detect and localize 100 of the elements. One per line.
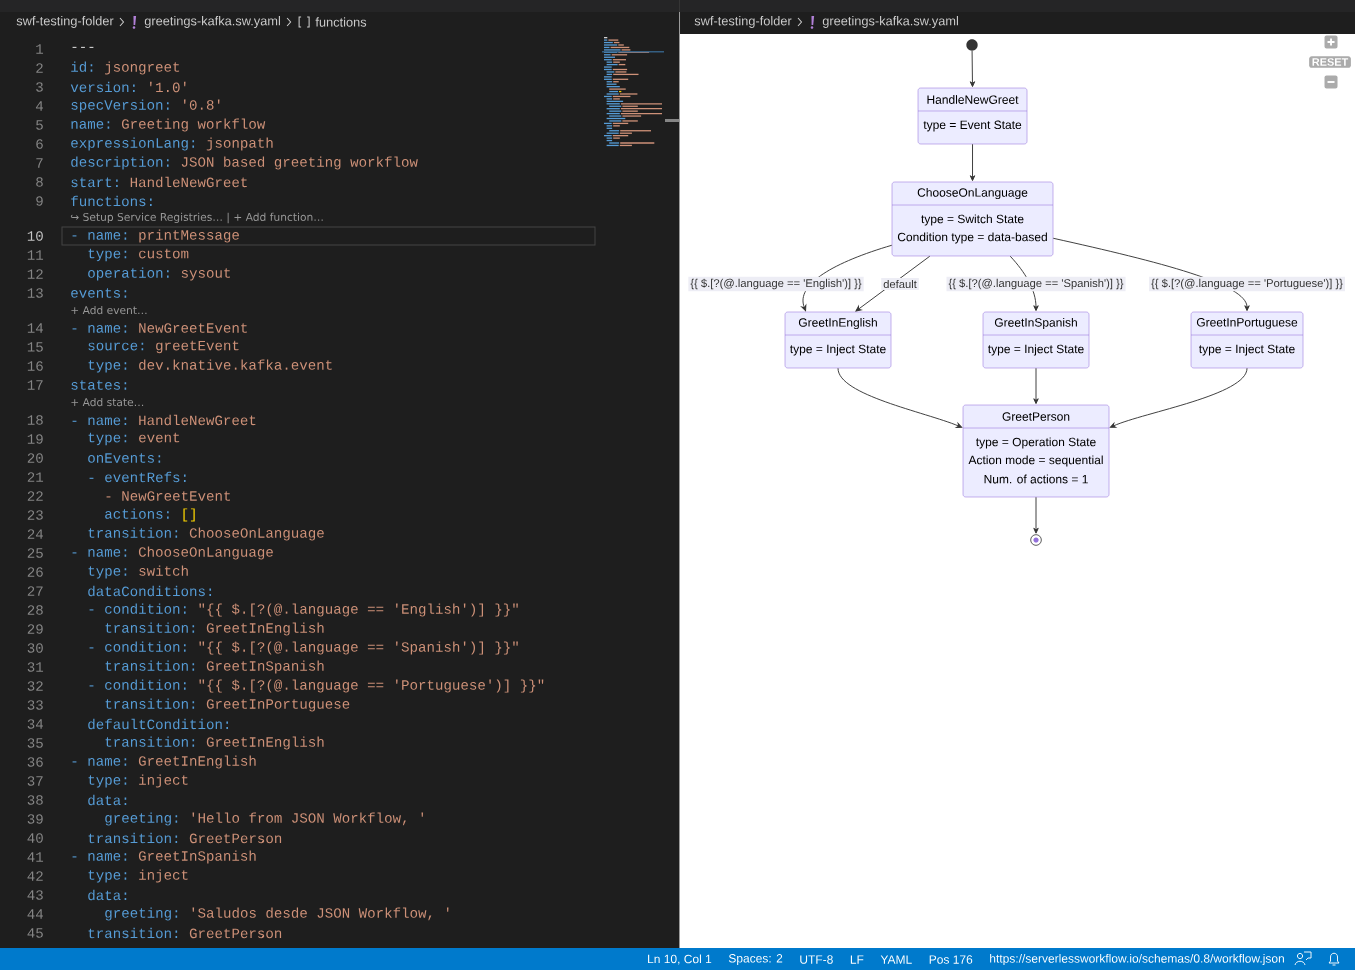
- line-number: 15: [27, 342, 43, 352]
- code-line: - name: NewGreetEvent: [72, 323, 247, 333]
- breadcrumb: greetings-kafka.sw.yaml: [822, 16, 958, 28]
- state-box: GreetInPortuguese type = Inject State: [1190, 311, 1304, 369]
- line-number: 17: [27, 380, 43, 390]
- line-number: 21: [27, 472, 44, 482]
- line-number: 12: [27, 269, 43, 279]
- arrow: [801, 244, 893, 312]
- line-number: 27: [27, 586, 43, 596]
- code-line: greeting: 'Saludos desde JSON Workflow, ': [105, 907, 449, 921]
- code-line: - name: HandleNewGreet: [72, 414, 256, 426]
- arrow: [1033, 496, 1039, 534]
- end-circle: [1030, 534, 1042, 546]
- line-number: 44: [27, 909, 43, 919]
- code-line: - name: GreetInSpanish: [72, 850, 256, 864]
- status-item: YAML: [880, 955, 912, 964]
- arrow: [1052, 237, 1250, 312]
- status-item: UTF-8: [800, 955, 833, 964]
- breadcrumb: swf-testing-folder: [16, 16, 114, 28]
- line-number: 8: [36, 177, 43, 187]
- code-line: transition: GreetInPortuguese: [105, 698, 350, 712]
- code-line: transition: GreetInEnglish: [105, 622, 324, 636]
- line-number: 5: [36, 120, 43, 130]
- code-line: onEvents:: [88, 453, 161, 463]
- status-item: Ln 10, Col 1: [648, 954, 712, 965]
- line-number: 31: [27, 662, 44, 672]
- code-line: specVersion: '0.8': [71, 99, 220, 113]
- code-line: - condition: "{{ $.[?(@.language == 'English')] }}": [89, 603, 518, 617]
- code-line: data:: [88, 889, 127, 901]
- code-lens-text: + Add event…: [71, 305, 147, 315]
- line-number: 9: [36, 196, 43, 206]
- line-number: 7: [36, 158, 43, 168]
- arrow: [1033, 367, 1039, 405]
- code-line: dataConditions:: [88, 585, 212, 597]
- code-line: description: JSON based greeting workflow: [71, 156, 418, 170]
- line-number: 11: [27, 250, 44, 260]
- arrow: [969, 143, 976, 182]
- code-line: transition: GreetInEnglish: [105, 736, 324, 750]
- arrow: [969, 50, 976, 88]
- line-number: 3: [36, 82, 43, 92]
- code-line: - NewGreetEvent: [106, 491, 230, 501]
- line-number: 45: [27, 928, 43, 938]
- code-line: type: event: [88, 432, 180, 446]
- code-line: type: inject: [88, 869, 188, 883]
- status-item: Spaces: 2: [728, 954, 783, 965]
- line-number: 42: [27, 871, 43, 881]
- code-lens-text: + Add state…: [71, 397, 144, 407]
- line-number: 26: [27, 567, 43, 577]
- status-item: https://serverlessworkflow.io/schemas/0.8/workflow.json: [990, 953, 1284, 966]
- code-line: - eventRefs:: [89, 471, 186, 483]
- code-line: id: jsongreet: [71, 61, 180, 75]
- line-number: 2: [36, 63, 43, 73]
- line-number: 37: [27, 776, 43, 786]
- code-line: actions: []: [105, 508, 195, 522]
- code-line: greeting: 'Hello from JSON Workflow, ': [105, 812, 424, 826]
- line-number: 1: [36, 44, 44, 54]
- line-number: 40: [27, 833, 43, 843]
- line-number: 35: [27, 738, 43, 748]
- code-line: - name: ChooseOnLanguage: [72, 546, 273, 560]
- breadcrumb: functions: [315, 17, 367, 27]
- line-number: 38: [27, 795, 43, 805]
- state-box: GreetPerson type = Operation State Action mode = sequential Num. of actions = 1: [962, 404, 1110, 498]
- line-number: 30: [27, 643, 43, 653]
- code-line: states:: [71, 380, 127, 390]
- code-line: operation: sysout: [88, 267, 230, 281]
- code-line: type: inject: [88, 774, 188, 788]
- code-line: functions:: [71, 195, 152, 207]
- code-line: expressionLang: jsonpath: [71, 137, 273, 151]
- line-number: 4: [35, 101, 43, 111]
- code-line: defaultCondition:: [88, 718, 228, 730]
- code-line: transition: GreetInSpanish: [105, 660, 324, 674]
- line-number: 25: [27, 548, 43, 558]
- code-line: transition: ChooseOnLanguage: [88, 527, 324, 541]
- breadcrumb: swf-testing-folder: [694, 16, 792, 28]
- status-item: Pos 176: [929, 955, 973, 964]
- code-line: data:: [88, 794, 127, 806]
- reset-button: RESET: [1309, 56, 1351, 68]
- line-number: 39: [27, 814, 43, 824]
- line-number: 34: [27, 719, 43, 729]
- code-line: - name: GreetInEnglish: [72, 755, 256, 769]
- arrow: [1009, 255, 1039, 312]
- arrow: [1109, 367, 1248, 428]
- line-number: 33: [27, 700, 43, 710]
- line-number: 13: [27, 288, 43, 298]
- line-number: 29: [27, 624, 43, 634]
- code-line: - name: printMessage: [72, 229, 239, 243]
- line-number: 22: [27, 491, 43, 501]
- code-line: start: HandleNewGreet: [71, 176, 247, 188]
- line-number: 19: [27, 434, 43, 444]
- code-line: ---: [72, 46, 94, 48]
- arrow: [837, 367, 963, 428]
- line-number: 20: [27, 453, 43, 463]
- state-box: GreetInEnglish type = Inject State: [784, 311, 892, 369]
- code-line: type: dev.knative.kafka.event: [88, 359, 332, 373]
- code-lens-text: ↪ Setup Service Registries… | + Add function…: [70, 212, 323, 224]
- line-number: 28: [27, 605, 43, 615]
- line-number: 14: [27, 323, 43, 333]
- code-line: transition: GreetPerson: [88, 927, 282, 939]
- line-number: 32: [27, 681, 43, 691]
- code-line: source: greetEvent: [88, 340, 239, 354]
